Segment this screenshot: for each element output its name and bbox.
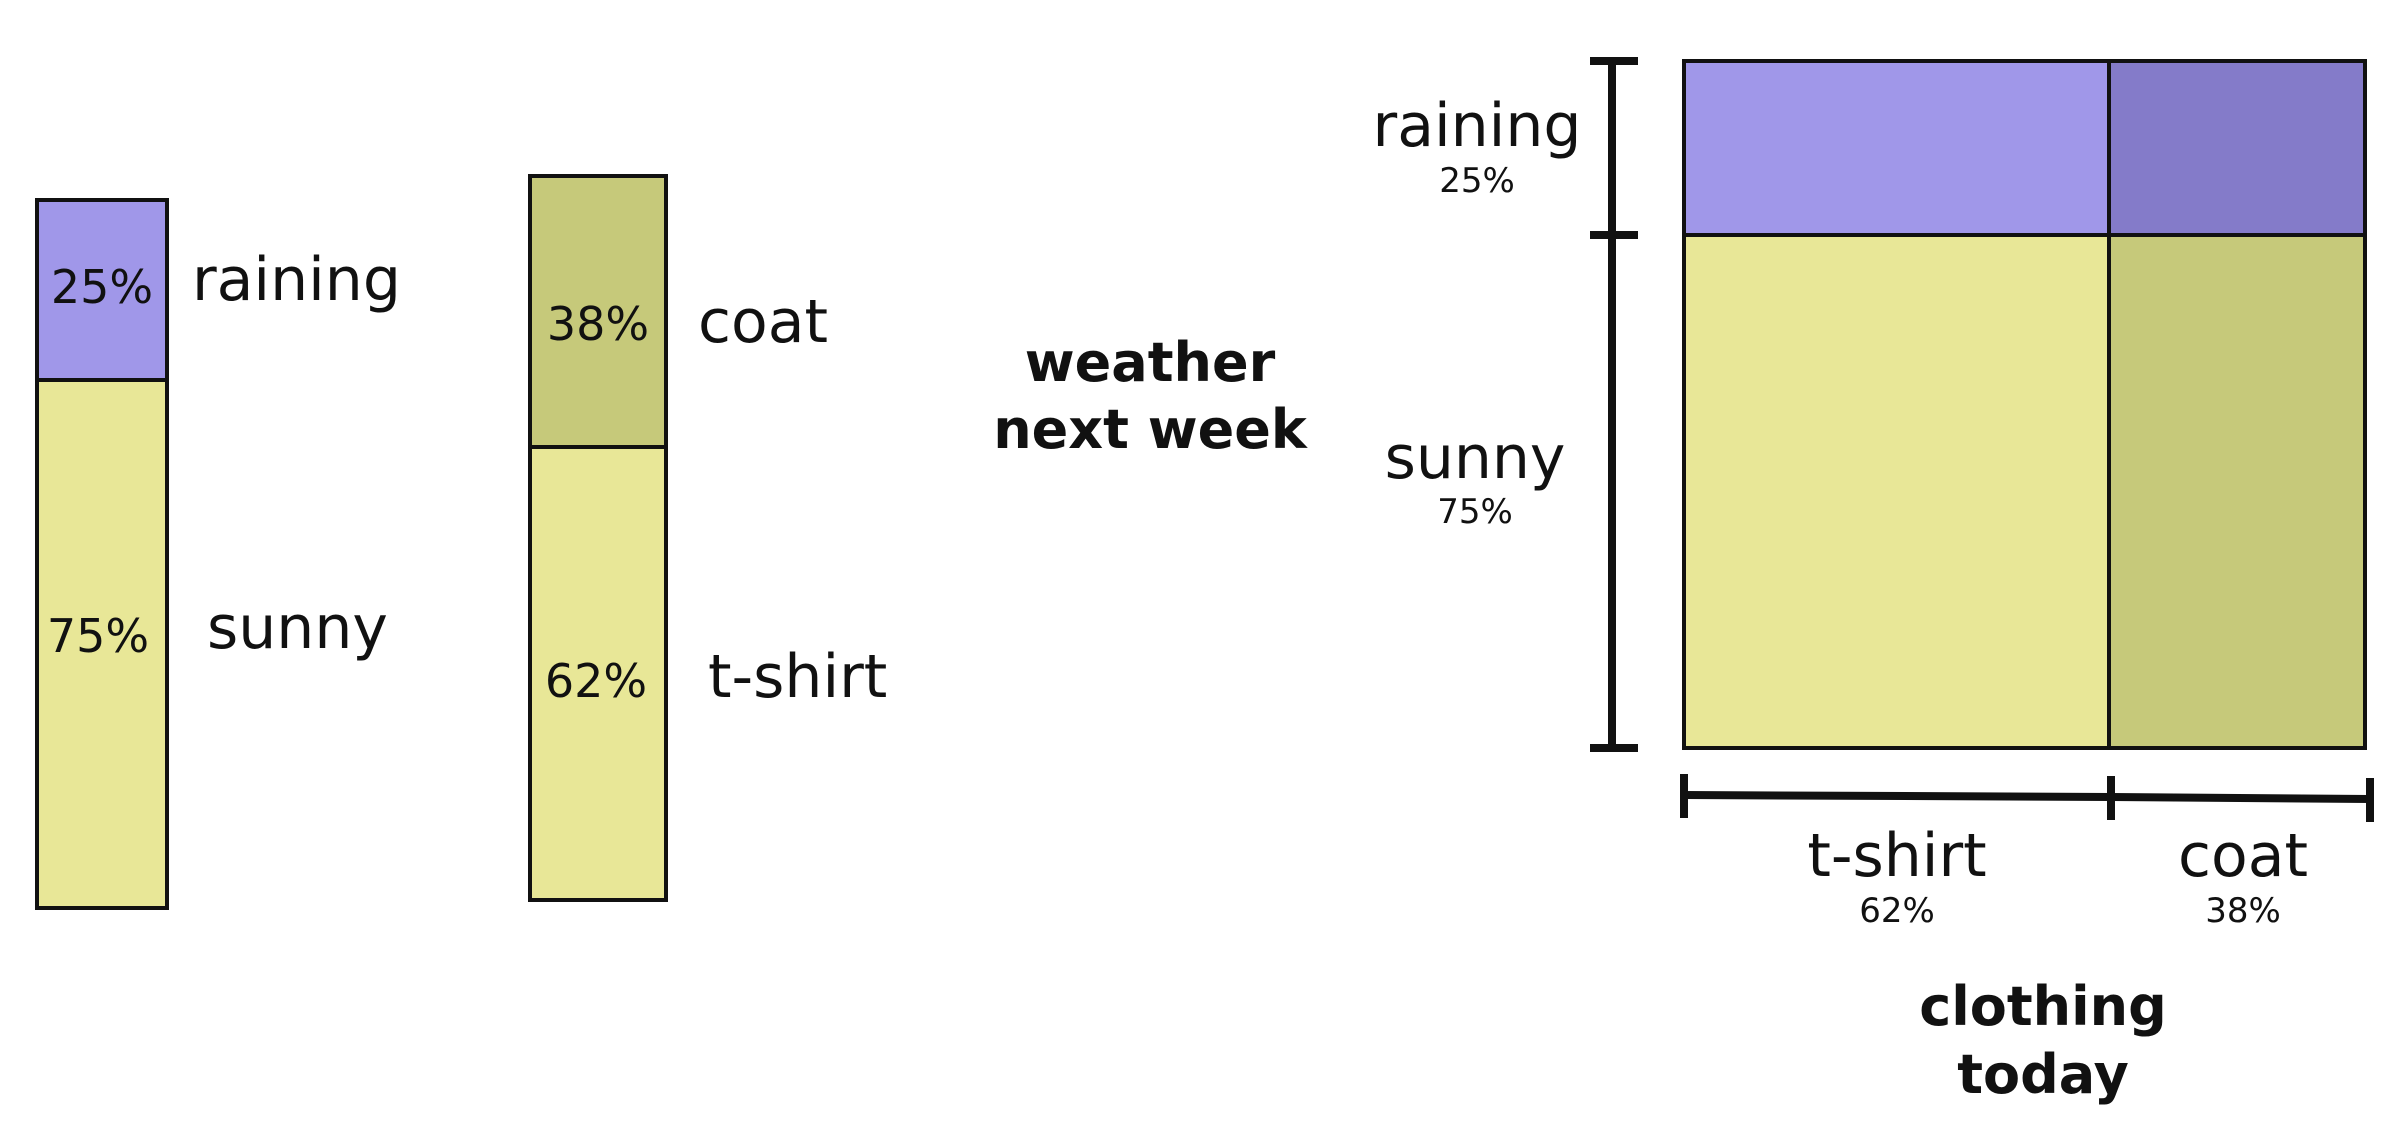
weather-bar-raining-segment <box>35 198 169 382</box>
clothing-bar: 38% 62% coat t-shirt <box>528 174 887 902</box>
mosaic-x-title-line1: clothing <box>1919 975 2166 1038</box>
mosaic-col-tshirt-label: t-shirt <box>1807 821 1986 891</box>
mosaic-col-coat-label: coat <box>2178 821 2308 891</box>
clothing-bar-coat-pct: 38% <box>547 297 649 351</box>
mosaic-cell-raining-tshirt <box>1682 59 2111 237</box>
mosaic-row-raining-label: raining <box>1373 91 1582 161</box>
mosaic-cell-sunny-coat <box>2107 233 2367 750</box>
mosaic-cell-raining-coat <box>2107 59 2367 237</box>
weather-bar-raining-label: raining <box>192 245 401 315</box>
clothing-bar-tshirt-segment <box>528 445 668 902</box>
mosaic-y-title-line2: next week <box>993 398 1308 461</box>
mosaic-col-tshirt-pct: 62% <box>1859 891 1935 931</box>
mosaic-y-title-line1: weather <box>1025 331 1276 394</box>
mosaic-x-axis <box>1680 774 2374 822</box>
x-axis-tshirt-segment <box>1683 791 2112 801</box>
mosaic-cell-sunny-tshirt <box>1682 233 2111 750</box>
mosaic-col-coat-pct: 38% <box>2205 891 2281 931</box>
mosaic-y-axis <box>1590 57 1638 752</box>
weather-bar-sunny-segment <box>35 378 169 910</box>
x-axis-coat-segment <box>2110 793 2371 803</box>
weather-bar-sunny-pct: 75% <box>47 609 149 663</box>
mosaic-x-title-line2: today <box>1957 1043 2129 1106</box>
mosaic-row-sunny-label: sunny <box>1385 423 1566 493</box>
clothing-bar-tshirt-label: t-shirt <box>708 642 887 712</box>
mosaic-row-sunny-pct: 75% <box>1437 492 1513 532</box>
clothing-bar-coat-label: coat <box>698 287 828 357</box>
clothing-bar-tshirt-pct: 62% <box>545 654 647 708</box>
weather-bar: 25% 75% raining sunny <box>35 198 401 910</box>
mosaic-row-raining-pct: 25% <box>1439 161 1515 201</box>
weather-bar-sunny-label: sunny <box>207 593 388 663</box>
mosaic-plot <box>1682 59 2367 750</box>
weather-bar-raining-pct: 25% <box>51 260 153 314</box>
